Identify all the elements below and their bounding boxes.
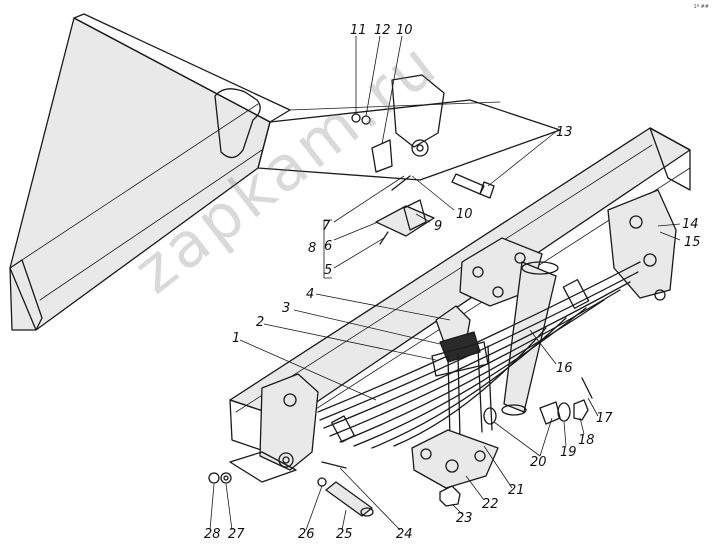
nut-28 — [208, 472, 220, 484]
nut-11 — [351, 113, 361, 123]
callout-28: 28 — [204, 527, 221, 542]
callout-14: 14 — [682, 217, 699, 232]
u-bolts — [411, 345, 499, 489]
callout-13: 13 — [556, 125, 573, 140]
callout-24: 24 — [396, 527, 413, 542]
nut-26 — [317, 477, 327, 487]
pin-7 — [391, 175, 411, 191]
callout-19: 19 — [560, 445, 577, 460]
bump-stop — [431, 305, 489, 377]
shock-absorber — [501, 261, 559, 416]
callout-25: 25 — [336, 527, 353, 542]
leader-lines — [209, 35, 681, 531]
nut-23 — [439, 485, 461, 507]
washer-12 — [361, 115, 371, 125]
callout-11: 11 — [350, 23, 367, 38]
callout-16: 16 — [556, 361, 573, 376]
upper-frame-rail — [9, 13, 561, 331]
corner-mark: 1ª ## — [693, 4, 709, 10]
callout-21: 21 — [508, 483, 525, 498]
callout-26: 26 — [298, 527, 315, 542]
spring-pin — [325, 481, 374, 517]
callout-labels: 11 12 10 13 10 9 7 8 6 5 4 3 2 1 14 15 1… — [204, 23, 701, 542]
washer-27 — [220, 472, 232, 484]
callout-23: 23 — [456, 511, 473, 526]
callout-10-top: 10 — [396, 23, 413, 38]
callout-7: 7 — [322, 219, 331, 234]
cotter-pin-17 — [581, 377, 593, 399]
nut-18 — [573, 399, 589, 421]
pad-10 — [371, 139, 393, 173]
callout-3: 3 — [282, 301, 290, 316]
callout-5: 5 — [324, 263, 332, 278]
clamp-plate-6 — [375, 205, 435, 237]
callout-6: 6 — [324, 239, 332, 254]
callout-22: 22 — [482, 497, 499, 512]
callout-1: 1 — [232, 331, 240, 346]
callout-15: 15 — [684, 235, 701, 250]
callout-27: 27 — [228, 527, 245, 542]
callout-10-mid: 10 — [456, 207, 473, 222]
spacer-9 — [403, 199, 427, 231]
callout-2: 2 — [256, 315, 264, 330]
callout-12: 12 — [374, 23, 391, 38]
leaf-spring-pack — [317, 261, 641, 449]
callout-8: 8 — [308, 241, 316, 256]
callout-18: 18 — [578, 433, 595, 448]
washer-19 — [557, 402, 571, 422]
callout-4: 4 — [306, 287, 314, 302]
callout-20: 20 — [530, 455, 547, 470]
rear-spring-bracket — [607, 189, 677, 301]
bolt-24 — [321, 461, 347, 469]
bolt-13 — [451, 173, 495, 199]
callout-9: 9 — [434, 219, 442, 234]
callout-17: 17 — [596, 411, 613, 426]
front-spring-bracket — [229, 373, 319, 483]
